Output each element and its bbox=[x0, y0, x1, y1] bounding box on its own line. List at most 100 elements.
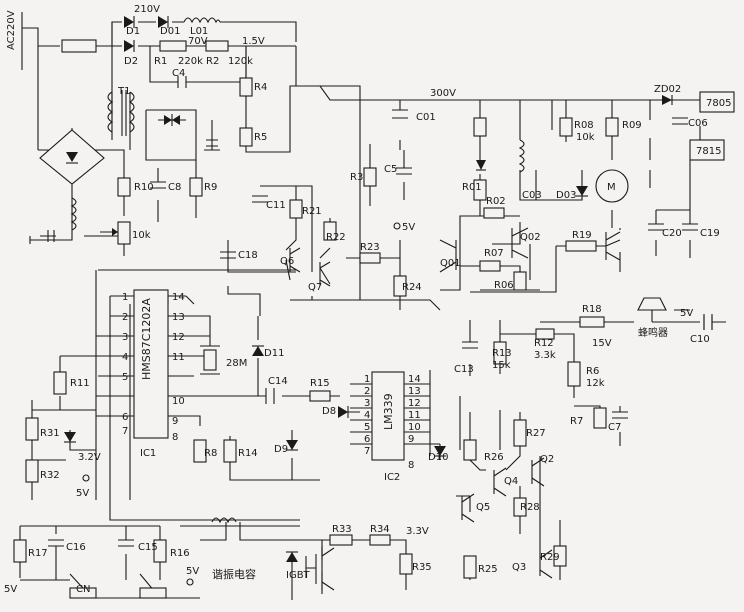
net-1-5v: 1.5V bbox=[242, 36, 265, 47]
ic1-pin-label: 2 bbox=[122, 312, 128, 323]
ic2-pin-label: 3 bbox=[364, 398, 370, 409]
ic2-pin-label: 11 bbox=[408, 410, 421, 421]
label-r10: R10 bbox=[134, 182, 154, 193]
terminal-5v-left bbox=[82, 474, 90, 482]
label-r21: R21 bbox=[302, 206, 322, 217]
label-d9: D9 bbox=[274, 444, 288, 455]
label-igbt: IGBT bbox=[286, 570, 311, 581]
fuse bbox=[61, 39, 97, 53]
label-r28: R28 bbox=[520, 502, 540, 513]
label-r1-value: 220k bbox=[178, 56, 203, 67]
resistor-r12 bbox=[535, 328, 555, 340]
zener-zd02 bbox=[662, 95, 672, 105]
label-r34: R34 bbox=[370, 524, 390, 535]
label-r3: R3 bbox=[350, 172, 363, 183]
net-5v-bottom-left: 5V bbox=[4, 584, 17, 595]
resistor-r22 bbox=[323, 221, 337, 241]
ic1-pin-label: 14 bbox=[172, 292, 185, 303]
net-cn: CN bbox=[76, 584, 90, 595]
capacitor-c01 bbox=[392, 109, 408, 119]
label-q7: Q7 bbox=[308, 282, 322, 293]
label-q3: Q3 bbox=[512, 562, 526, 573]
resistor-r25 bbox=[463, 555, 477, 579]
label-7805: 7805 bbox=[706, 98, 731, 109]
label-r24: R24 bbox=[402, 282, 422, 293]
resistor-r9 bbox=[189, 177, 203, 197]
diode-d03 bbox=[576, 186, 588, 196]
label-r29: R29 bbox=[540, 552, 560, 563]
resistor-r24 bbox=[393, 275, 407, 297]
resistor-r6 bbox=[567, 361, 581, 387]
ic2-pin-label: 14 bbox=[408, 374, 421, 385]
label-d11: D11 bbox=[264, 348, 284, 359]
diode-d01 bbox=[158, 16, 168, 28]
ic2-pin-label: 12 bbox=[408, 398, 421, 409]
label-c20: C20 bbox=[662, 228, 682, 239]
resistor-r2 bbox=[205, 40, 229, 52]
terminal-5v-top bbox=[393, 222, 401, 230]
label-c7: C7 bbox=[608, 422, 621, 433]
label-c19: C19 bbox=[700, 228, 720, 239]
ic1-pin-label: 9 bbox=[172, 416, 178, 427]
resistor-r08 bbox=[559, 117, 573, 137]
label-r1: R1 bbox=[154, 56, 167, 67]
label-r15: R15 bbox=[310, 378, 330, 389]
resistor-r32 bbox=[25, 459, 39, 483]
label-r9: R9 bbox=[204, 182, 217, 193]
inductor-l2 bbox=[70, 197, 77, 231]
label-c18: C18 bbox=[238, 250, 258, 261]
label-c8: C8 bbox=[168, 182, 181, 193]
resistor-r8 bbox=[193, 439, 207, 463]
label-r27: R27 bbox=[526, 428, 546, 439]
ic2-pin-numbers: 1 2 3 4 5 6 7 14 13 12 11 10 9 8 bbox=[364, 374, 421, 471]
label-d1: D1 bbox=[126, 26, 140, 37]
resistor-r4 bbox=[239, 77, 253, 97]
transistor-q01 bbox=[439, 239, 457, 273]
label-r7: R7 bbox=[570, 416, 583, 427]
diode-d9 bbox=[286, 440, 298, 450]
label-r13-value: 15k bbox=[492, 360, 511, 371]
capacitor-c4 bbox=[177, 76, 187, 88]
resistor-r26 bbox=[463, 439, 477, 461]
label-ic1: IC1 bbox=[140, 448, 156, 459]
label-c11: C11 bbox=[266, 200, 286, 211]
capacitor-c10 bbox=[703, 314, 713, 330]
net-210v: 210V bbox=[134, 4, 160, 15]
resonant-coil bbox=[211, 517, 237, 524]
potentiometer-10k bbox=[117, 221, 131, 245]
label-r01: R01 bbox=[462, 182, 482, 193]
thermistor-right bbox=[139, 587, 167, 599]
label-r8: R8 bbox=[204, 448, 217, 459]
inductor-l3 bbox=[518, 139, 525, 173]
diode-d11 bbox=[252, 346, 264, 356]
label-r17: R17 bbox=[28, 548, 48, 559]
resistor-r07 bbox=[479, 260, 501, 272]
net-5v-right: 5V bbox=[680, 308, 693, 319]
label-r13: R13 bbox=[492, 348, 512, 359]
label-d8: D8 bbox=[322, 406, 336, 417]
label-r26: R26 bbox=[484, 452, 504, 463]
label-r22: R22 bbox=[326, 232, 346, 243]
net-15v: 15V bbox=[592, 338, 612, 349]
label-7815: 7815 bbox=[696, 146, 721, 157]
diode-d10 bbox=[434, 446, 446, 456]
transistor-q6 bbox=[289, 247, 301, 273]
ic1-chip bbox=[133, 289, 169, 439]
thermistor-left bbox=[69, 587, 97, 599]
label-q01: Q01 bbox=[440, 258, 461, 269]
net-3-3v: 3.3V bbox=[406, 526, 429, 537]
resistor-r34 bbox=[369, 534, 391, 546]
ic1-pin-label: 12 bbox=[172, 332, 185, 343]
label-l01: L01 bbox=[190, 26, 208, 37]
label-r08-value: 10k bbox=[576, 132, 595, 143]
label-r2-value: 120k bbox=[228, 56, 253, 67]
resistor-r02 bbox=[483, 207, 505, 219]
label-r35: R35 bbox=[412, 562, 432, 573]
resistor-r16 bbox=[153, 539, 167, 563]
transistor-q5 bbox=[461, 493, 475, 523]
capacitor-c7 bbox=[612, 411, 628, 419]
motor bbox=[595, 169, 629, 203]
ic1-pin-label: 7 bbox=[122, 426, 128, 437]
label-ic2: IC2 bbox=[384, 472, 400, 483]
